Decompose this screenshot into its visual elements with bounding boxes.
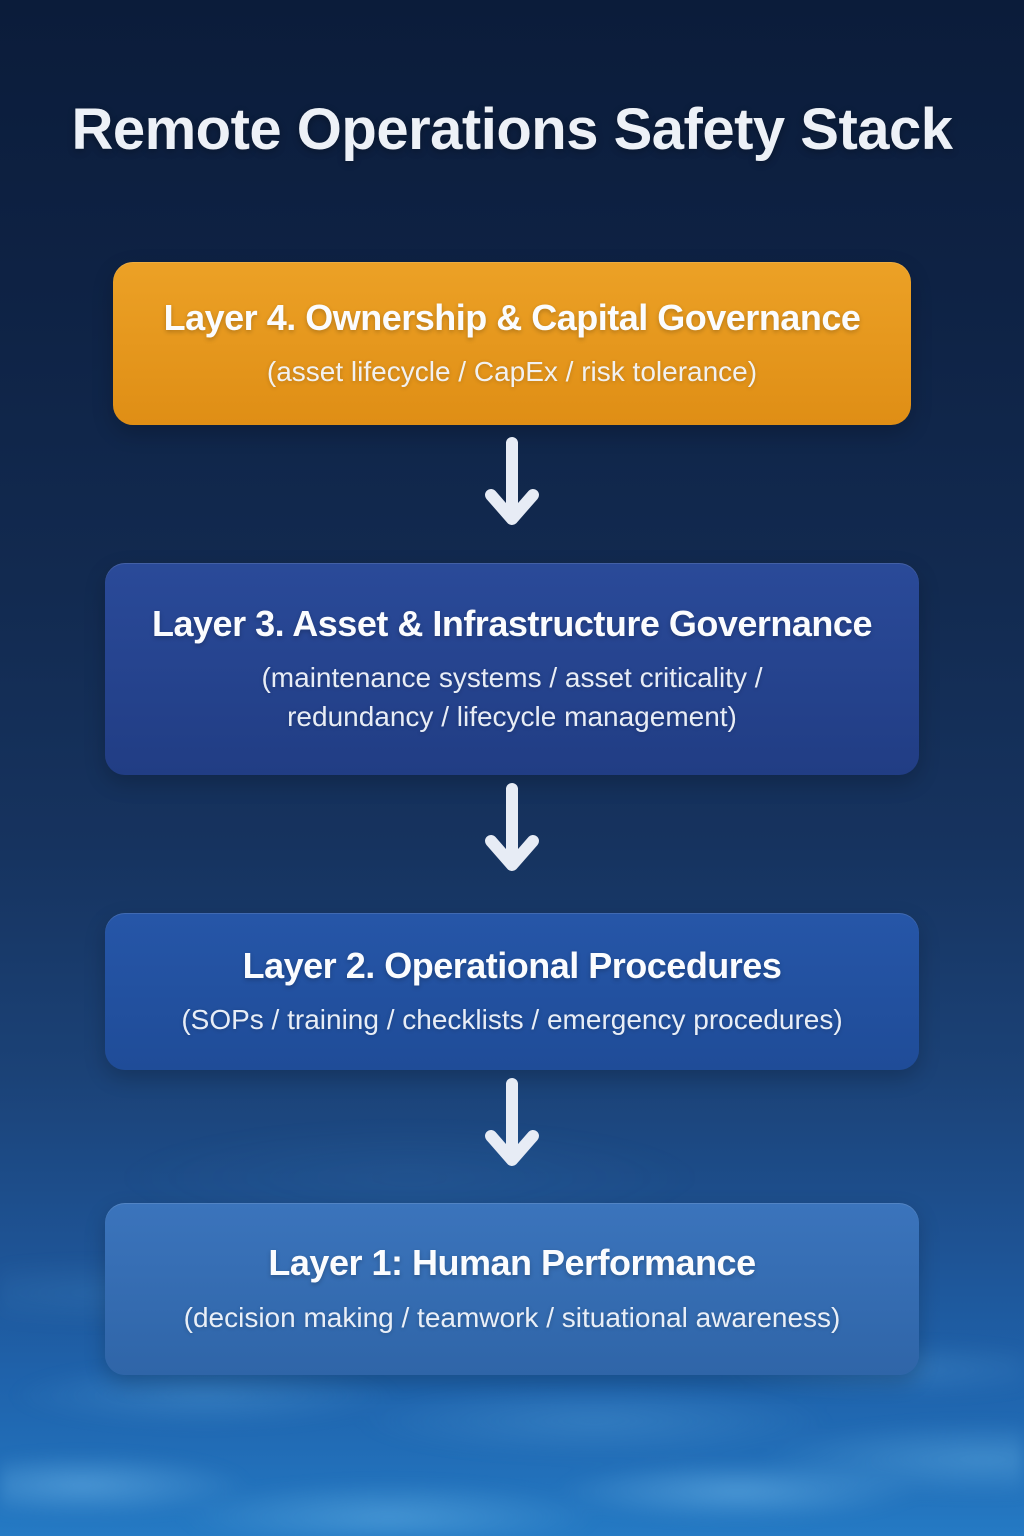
down-arrow-icon [485,437,539,525]
down-arrow-stroke [485,437,539,525]
layer-2-box: Layer 2. Operational Procedures (SOPs / … [105,913,919,1070]
layer-2-subtitle: (SOPs / training / checklists / emergenc… [181,1004,843,1035]
page-title: Remote Operations Safety Stack [71,97,953,162]
down-arrow-icon [485,783,539,871]
layer-4-subtitle: (asset lifecycle / CapEx / risk toleranc… [266,356,758,387]
layer-3-box: Layer 3. Asset & Infrastructure Governan… [105,563,919,775]
down-arrow-stroke [485,783,539,871]
layer-3-subtitle: (maintenance systems / asset criticality… [261,661,763,733]
layer-2-title: Layer 2. Operational Procedures [242,944,782,986]
layer-1-box: Layer 1: Human Performance (decision mak… [105,1203,919,1375]
layer-4-title: Layer 4. Ownership & Capital Governance [163,296,861,338]
layer-1-title: Layer 1: Human Performance [268,1242,756,1284]
down-arrow-icon [485,1078,539,1166]
layer-1-subtitle: (decision making / teamwork / situationa… [183,1301,841,1333]
layer-3-title: Layer 3. Asset & Infrastructure Governan… [152,602,872,644]
layer-4-box: Layer 4. Ownership & Capital Governance … [113,262,911,425]
down-arrow-stroke [485,1078,539,1166]
